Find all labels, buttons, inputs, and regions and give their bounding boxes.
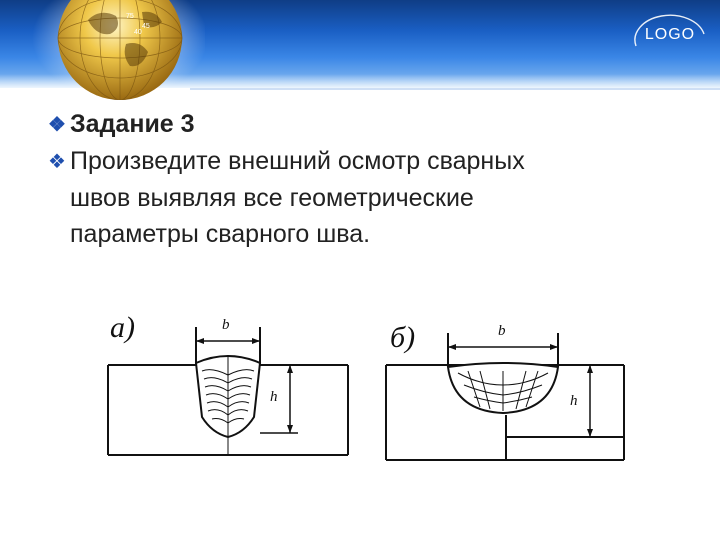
body-line-3: параметры сварного шва. <box>48 216 688 252</box>
slide-text: ❖Задание 3 ❖Произведите внешний осмотр с… <box>48 106 688 252</box>
figure-label-a: а) <box>110 311 135 344</box>
body-text-2: швов выявляя все геометрические <box>70 184 474 212</box>
dimension-h-label-a: h <box>270 389 278 405</box>
svg-text:45: 45 <box>142 23 150 30</box>
dimension-h-label-b: h <box>570 393 578 409</box>
svg-text:75: 75 <box>126 13 134 20</box>
logo: LOGO <box>630 12 710 62</box>
heading: ❖Задание 3 <box>48 106 688 143</box>
dimension-b-label-a: b <box>222 317 230 333</box>
figure-label-b: б) <box>390 321 416 354</box>
heading-text: Задание 3 <box>70 110 195 138</box>
body-text-1: Произведите внешний осмотр сварных <box>70 147 525 175</box>
logo-text: LOGO <box>644 26 696 43</box>
body-text-3: параметры сварного шва. <box>70 220 371 248</box>
dimension-b-label-b: b <box>498 323 506 339</box>
weld-figure-a: а) b h <box>100 305 355 465</box>
bullet-icon: ❖ <box>48 151 66 173</box>
svg-text:40: 40 <box>134 29 142 36</box>
body-line-1: ❖Произведите внешний осмотр сварных <box>48 143 688 180</box>
weld-diagram-b <box>385 333 625 461</box>
header-divider <box>190 88 720 90</box>
weld-diagram-a <box>107 327 349 456</box>
globe-icon: 75 40 45 <box>32 0 205 100</box>
bullet-icon: ❖ <box>48 114 66 136</box>
weld-figure-b: б) b h <box>380 315 635 465</box>
body-line-2: швов выявляя все геометрические <box>48 180 688 216</box>
